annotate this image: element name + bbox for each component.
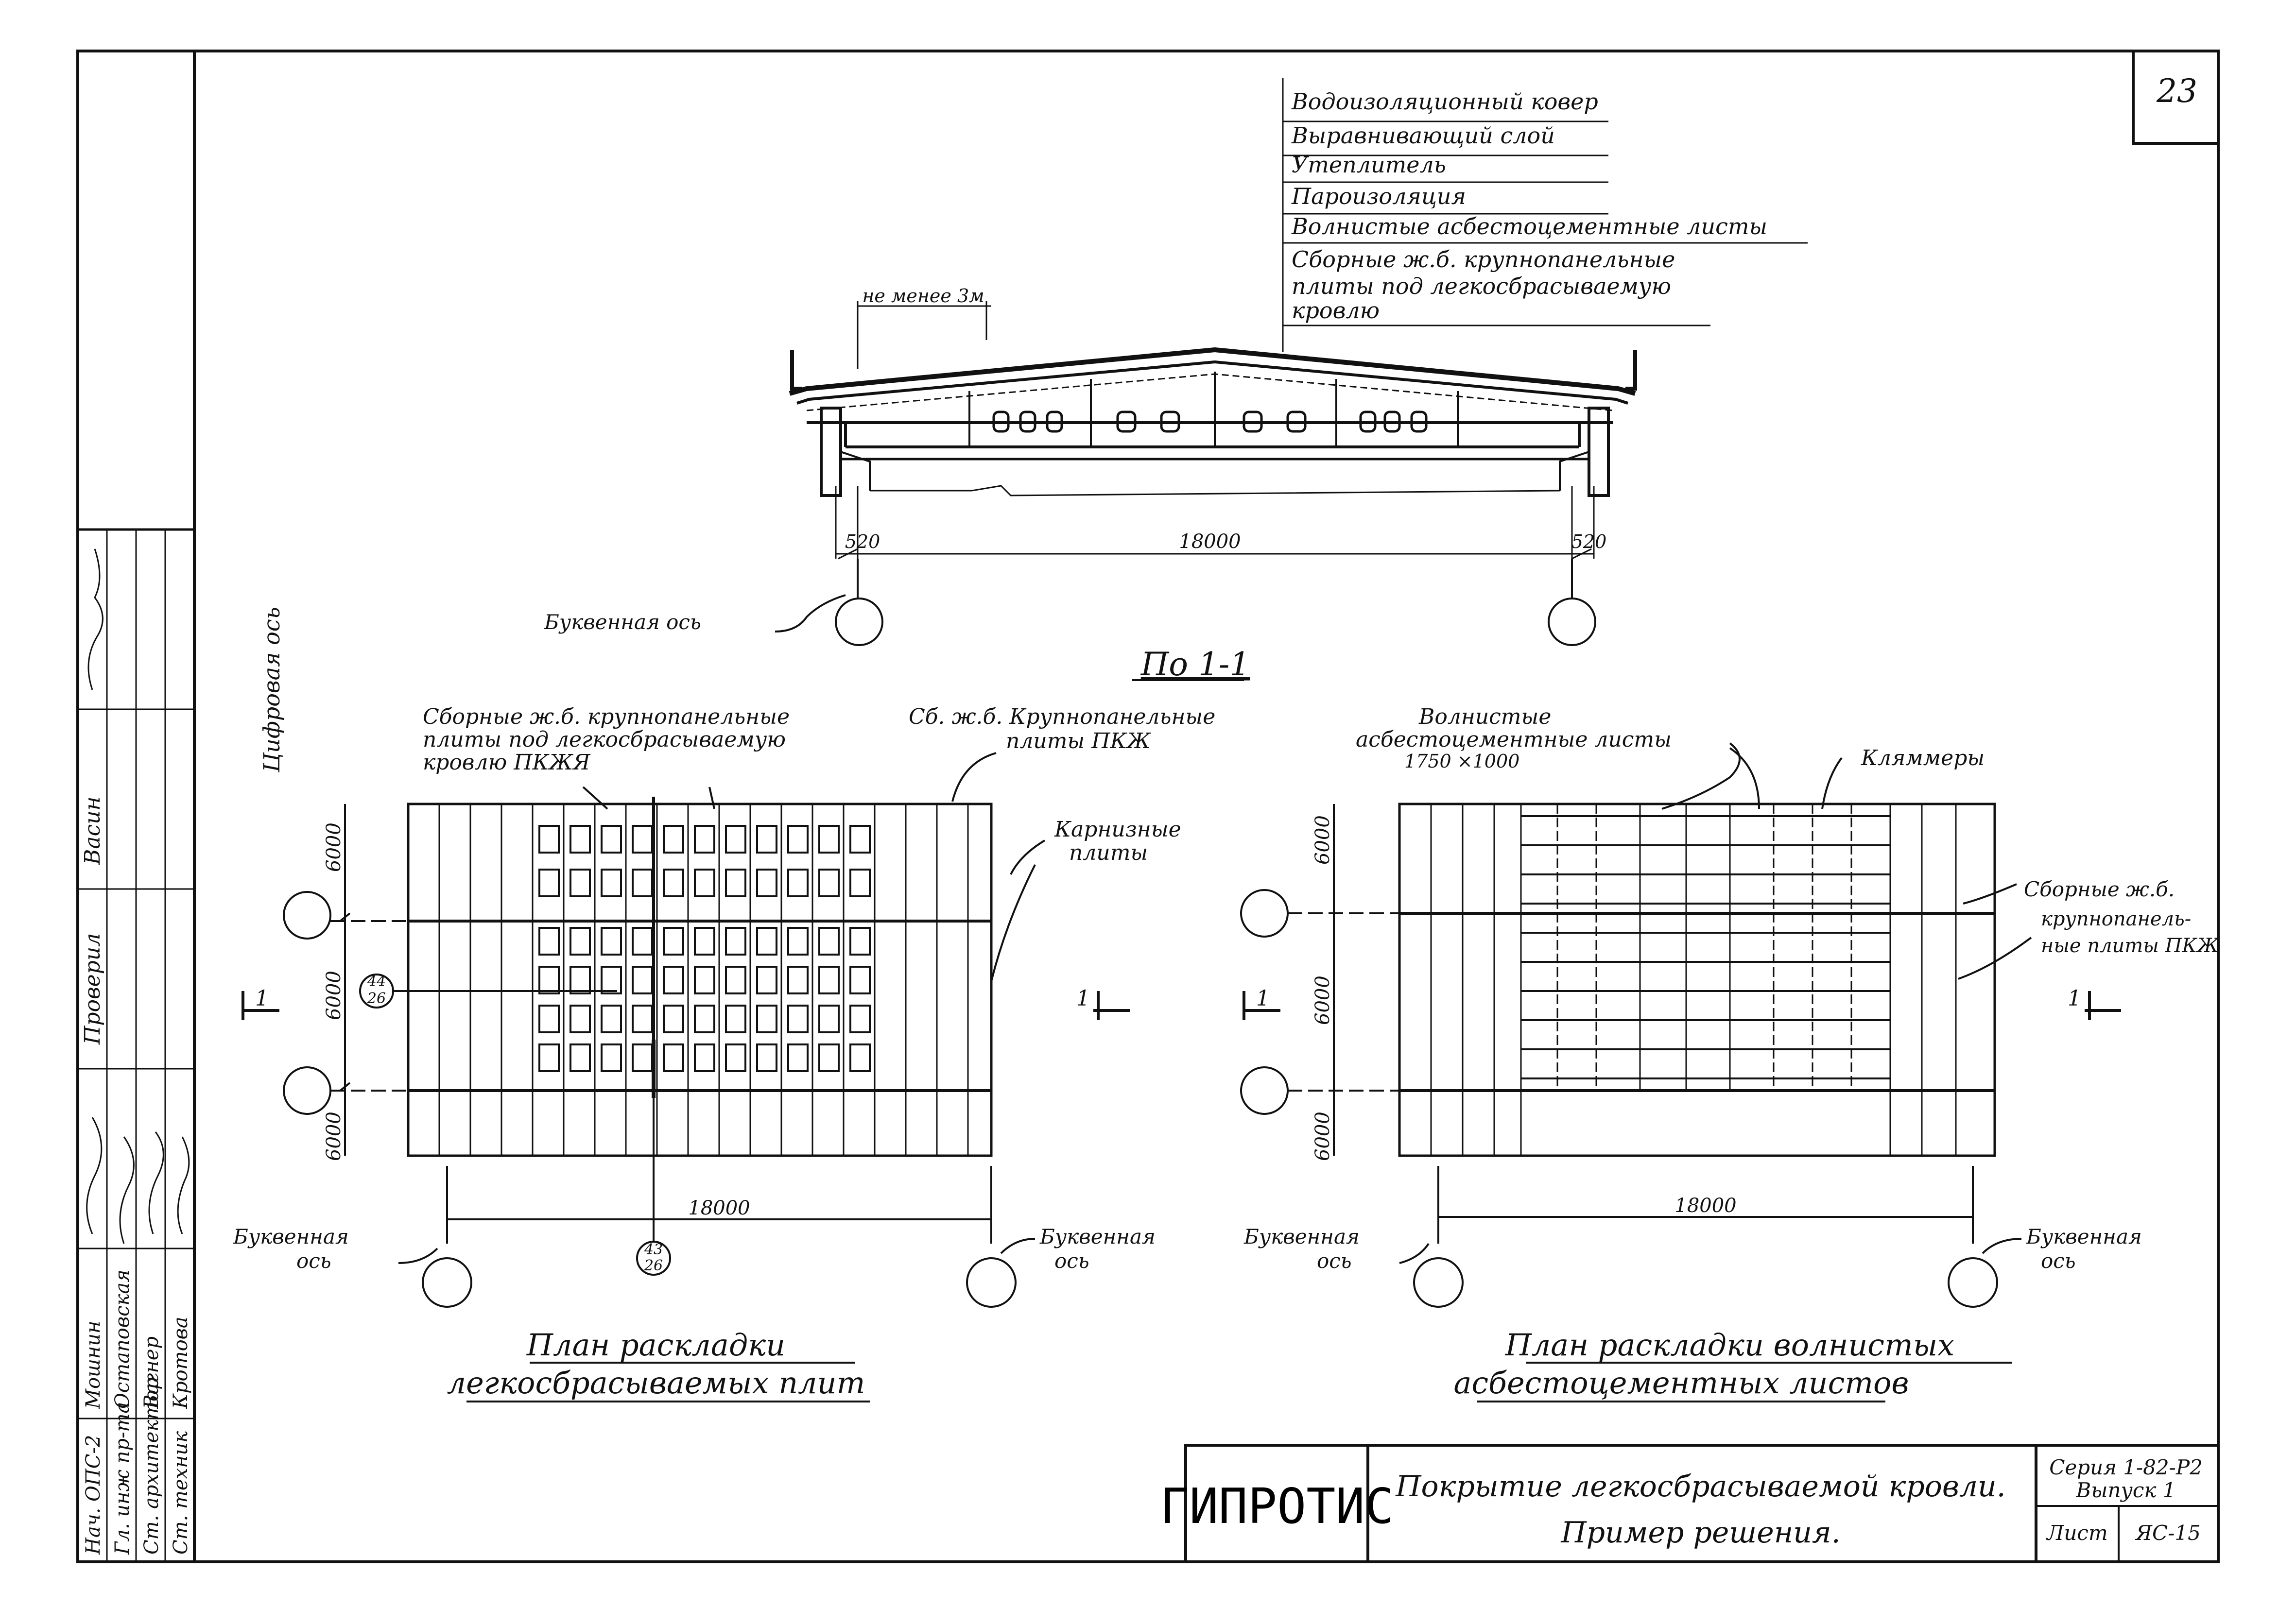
sheet-frame bbox=[76, 50, 2220, 1563]
right-callout-c-3: ные плиты ПКЖ bbox=[2041, 935, 2219, 957]
right-caption-1: План раскладки волнистых bbox=[1505, 1327, 1955, 1363]
issue-label: Выпуск 1 bbox=[2075, 1478, 2175, 1502]
left-caption-2: легкосбрасываемых плит bbox=[447, 1365, 865, 1401]
section-cut-label: По 1-1 bbox=[1140, 646, 1250, 683]
stamp-signatures bbox=[86, 548, 190, 1244]
side-stamp bbox=[78, 528, 194, 1562]
sheet-number: 23 bbox=[2156, 72, 2197, 110]
min-distance-label: не менее 3м bbox=[862, 285, 984, 307]
right-callout-a-2: асбестоцементные листы bbox=[1356, 727, 1672, 752]
stamp-name-3: Вагнер bbox=[140, 1336, 163, 1409]
left-axis-r-2: ось bbox=[1054, 1249, 1089, 1273]
dim-left: 520 bbox=[845, 531, 880, 552]
stamp-role-1: Нач. ОПС-2 bbox=[82, 1435, 104, 1555]
stamp-name-4: Кротова bbox=[170, 1316, 192, 1409]
left-callout-a-1: Сборные ж.б. крупнопанельные bbox=[423, 704, 790, 729]
stamp-texts: Нач. ОПС-2 Гл. инж пр-та Ст. архитектор … bbox=[80, 796, 192, 1555]
left-dim-h: 18000 bbox=[688, 1197, 750, 1219]
right-dim-v-1: 6000 bbox=[1312, 815, 1334, 865]
right-axis-l-2: ось bbox=[1317, 1249, 1352, 1273]
ref-top-den: 26 bbox=[367, 990, 386, 1007]
right-dim-v-3: 6000 bbox=[1312, 1111, 1334, 1161]
left-caption-underlines bbox=[466, 1362, 870, 1402]
left-plan-grid bbox=[407, 803, 993, 1157]
title-block bbox=[1184, 1444, 2220, 1563]
dim-span: 18000 bbox=[1179, 530, 1241, 553]
right-callout-c-1: Сборные ж.б. bbox=[2024, 877, 2175, 901]
left-callout-a-3: кровлю ПКЖЯ bbox=[423, 750, 591, 775]
right-callout-a-1: Волнистые bbox=[1418, 704, 1551, 729]
left-dim-v-1: 6000 bbox=[323, 822, 345, 872]
section-axis-label: Буквенная ось bbox=[544, 610, 701, 634]
left-callout-a-2: плиты под легкосбрасываемую bbox=[423, 727, 786, 752]
ref-bottom-num: 43 bbox=[644, 1241, 663, 1258]
section-axis-bubbles bbox=[775, 559, 1596, 646]
right-axis-r-2: ось bbox=[2041, 1249, 2076, 1273]
roof-section bbox=[789, 347, 1637, 525]
left-axis-l-1: Буквенная bbox=[233, 1225, 349, 1248]
left-callout-b-2: плиты ПКЖ bbox=[1006, 729, 1152, 753]
left-axis-l-2: ось bbox=[296, 1249, 331, 1273]
stamp-role-3: Ст. архитектор bbox=[140, 1377, 163, 1555]
right-dim-v-2: 6000 bbox=[1312, 975, 1334, 1025]
right-plan-grid bbox=[1398, 803, 1996, 1157]
layer-5: Волнистые асбестоцементные листы bbox=[1291, 213, 1767, 239]
right-axis-l-1: Буквенная bbox=[1243, 1225, 1360, 1248]
right-callout-a-3: 1750 ×1000 bbox=[1404, 751, 1519, 772]
right-plan-axes bbox=[1240, 742, 2121, 1308]
right-dim-h: 18000 bbox=[1675, 1195, 1736, 1217]
slab-openings bbox=[992, 410, 1428, 433]
stamp-name-2: Остаповская bbox=[111, 1269, 134, 1409]
left-cut-mark-l: 1 bbox=[255, 986, 269, 1011]
left-plan-labels: Цифровая ось 6000 6000 6000 18000 44 26 … bbox=[233, 607, 1215, 1401]
left-caption-1: План раскладки bbox=[526, 1327, 785, 1363]
left-callout-b-1: Сб. ж.б. Крупнопанельные bbox=[909, 704, 1215, 729]
layer-4: Пароизоляция bbox=[1291, 183, 1466, 209]
left-plan-axes bbox=[242, 752, 1130, 1308]
layer-6: Сборные ж.б. крупнопанельные bbox=[1292, 246, 1675, 273]
right-plan-labels: 6000 6000 6000 18000 Буквенная ось Букве… bbox=[1243, 704, 2219, 1401]
right-callout-c-2: крупнопанель- bbox=[2041, 908, 2191, 930]
stamp-role-4: Ст. техник bbox=[170, 1431, 192, 1555]
right-cut-mark-r: 1 bbox=[2068, 986, 2081, 1011]
stamp-check-name: Васин bbox=[80, 796, 105, 865]
ref-bottom-den: 26 bbox=[644, 1257, 663, 1274]
ref-top-num: 44 bbox=[367, 973, 386, 990]
left-dim-v-2: 6000 bbox=[323, 971, 345, 1020]
section-dimensions bbox=[835, 301, 1595, 560]
dim-right: 520 bbox=[1571, 531, 1607, 552]
right-axis-r-1: Буквенная bbox=[2026, 1225, 2142, 1248]
org-name: ГИПРОТИС bbox=[1160, 1478, 1394, 1535]
stamp-check-label: Проверил bbox=[80, 933, 105, 1045]
sheet-title-line2: Пример решения. bbox=[1560, 1516, 1840, 1550]
layer-7: плиты под легкосбрасываемую bbox=[1292, 273, 1671, 299]
left-cut-mark-r: 1 bbox=[1076, 986, 1090, 1011]
left-axis-r-1: Буквенная bbox=[1039, 1225, 1156, 1248]
layer-labels: Водоизоляционный ковер Выравнивающий сло… bbox=[1291, 88, 1767, 324]
left-callout-c-1: Карнизные bbox=[1054, 817, 1181, 842]
layer-leader bbox=[1282, 78, 1808, 352]
layer-3: Утеплитель bbox=[1292, 152, 1446, 178]
digit-axis-label: Цифровая ось bbox=[259, 607, 285, 773]
right-caption-underlines bbox=[1477, 1362, 2012, 1402]
layer-8: кровлю bbox=[1292, 297, 1380, 324]
sheet-title-line1: Покрытие легкосбрасываемой кровли. bbox=[1395, 1470, 2006, 1504]
right-cut-mark-l: 1 bbox=[1256, 986, 1270, 1011]
right-callout-b: Кляммеры bbox=[1861, 746, 1985, 770]
list-label: Лист bbox=[2046, 1521, 2107, 1545]
left-plan-light-panels bbox=[538, 797, 871, 1098]
stamp-role-2: Гл. инж пр-та bbox=[111, 1402, 134, 1555]
right-caption-2: асбестоцементных листов bbox=[1453, 1365, 1909, 1401]
layer-1: Водоизоляционный ковер bbox=[1291, 88, 1598, 115]
layer-2: Выравнивающий слой bbox=[1291, 122, 1555, 149]
series-label: Серия 1-82-Р2 bbox=[2049, 1455, 2203, 1479]
list-code: ЯС-15 bbox=[2135, 1521, 2201, 1545]
stamp-name-1: Мошнин bbox=[82, 1321, 104, 1409]
left-dim-v-3: 6000 bbox=[323, 1111, 345, 1161]
left-callout-c-2: плиты bbox=[1069, 840, 1148, 865]
